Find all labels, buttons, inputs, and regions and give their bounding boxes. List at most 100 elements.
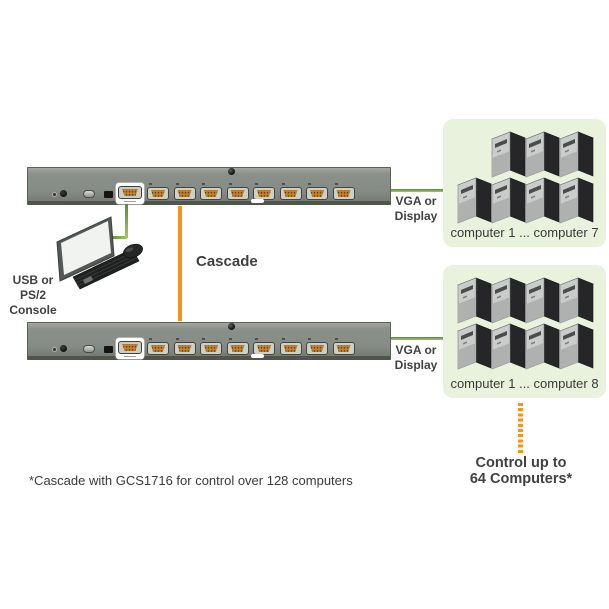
port-number-mark <box>202 183 205 185</box>
port-number-mark <box>281 338 285 340</box>
port-number-mark <box>308 183 311 185</box>
computer-tower <box>558 126 595 178</box>
vga-insert <box>230 345 245 352</box>
computer-tower-icon <box>525 177 560 224</box>
vga-port-5 <box>253 183 275 200</box>
port-number-mark <box>255 183 258 185</box>
vga-port-8 <box>332 338 355 355</box>
firmware-port-icon <box>83 190 95 198</box>
computer-towers <box>443 119 606 247</box>
computer-tower-icon <box>491 323 526 370</box>
control-note-line1: Control up to <box>475 455 567 471</box>
vga-connection-line-top <box>391 189 443 192</box>
computer-tower-icon <box>457 177 492 224</box>
monitor-icon <box>56 216 115 282</box>
computer-tower-icon <box>525 277 560 324</box>
vga-insert <box>336 190 351 197</box>
screw-icon <box>228 323 235 330</box>
port-number-mark <box>334 183 338 185</box>
computer-tower-icon <box>559 323 594 370</box>
port-number-mark <box>281 183 285 185</box>
vga-insert <box>283 345 298 352</box>
cascade-port-label <box>251 354 264 358</box>
vga-port-5 <box>253 338 275 355</box>
cascade-line <box>178 206 182 321</box>
screw-icon <box>228 168 235 175</box>
computer-towers <box>443 265 606 398</box>
port-number-mark <box>175 183 179 185</box>
computer-group-top: computer 1 ... computer 7 <box>443 119 606 247</box>
vga-port-7 <box>306 183 328 200</box>
console-port <box>116 338 144 359</box>
computer-tower-icon <box>559 131 594 178</box>
vga-insert <box>283 190 298 197</box>
vga-port-7 <box>306 338 328 355</box>
vga-insert <box>203 345 219 352</box>
computer-tower <box>456 172 493 224</box>
vga-port-1 <box>147 338 169 355</box>
cascade-port-label <box>251 199 264 203</box>
computer-tower-icon <box>559 177 594 224</box>
port-number-mark <box>149 338 152 340</box>
vga-port-1 <box>147 183 169 200</box>
computer-tower-icon <box>525 131 560 178</box>
computer-tower-icon <box>559 277 594 324</box>
vga-insert <box>203 190 219 197</box>
vga-label-line1: VGA or <box>395 194 437 208</box>
vga-connection-line-bottom <box>391 337 443 340</box>
vga-insert <box>336 345 351 352</box>
vga-port-6 <box>279 338 302 355</box>
computer-tower <box>558 172 595 224</box>
computer-tower-icon <box>525 323 560 370</box>
expansion-dotted-line <box>518 403 523 453</box>
usb-port-icon <box>104 346 113 353</box>
vga-port-4 <box>226 183 249 200</box>
computer-tower <box>456 318 493 370</box>
console-port <box>116 183 144 204</box>
vga-insert <box>122 189 138 196</box>
vga-insert <box>256 345 272 352</box>
led-icon <box>53 348 56 351</box>
vga-insert <box>177 190 192 197</box>
vga-insert <box>256 190 272 197</box>
port-number-mark <box>334 338 338 340</box>
port-number-mark <box>228 183 232 185</box>
port-number-mark <box>202 338 205 340</box>
vga-port-2 <box>173 338 196 355</box>
computer-tower-icon <box>457 277 492 324</box>
power-jack-icon <box>60 190 67 197</box>
vga-insert <box>309 190 325 197</box>
vga-port-3 <box>200 183 222 200</box>
port-number-mark <box>255 338 258 340</box>
console-label-line1: USB or PS/2 <box>12 273 54 302</box>
computer-tower <box>490 172 527 224</box>
vga-label-line2: Display <box>394 358 438 372</box>
console-port-label <box>124 355 136 357</box>
computer-tower-icon <box>491 177 526 224</box>
vga-label-line2: Display <box>394 209 438 223</box>
computer-tower <box>490 318 527 370</box>
control-note: Control up to 64 Computers* <box>446 455 596 487</box>
port-number-mark <box>175 338 179 340</box>
cascade-label: Cascade <box>196 253 258 270</box>
console-label: USB or PS/2 Console <box>0 273 66 318</box>
console-connection-line-vertical <box>125 204 128 238</box>
vga-insert <box>177 345 192 352</box>
vga-port-4 <box>226 338 249 355</box>
computer-tower <box>524 172 561 224</box>
computer-tower-icon <box>491 277 526 324</box>
vga-insert <box>150 190 166 197</box>
usb-port-icon <box>104 191 113 198</box>
control-note-line2: 64 Computers* <box>469 471 573 487</box>
vga-insert <box>122 344 138 351</box>
console-graphic <box>56 216 143 290</box>
console-vga-connector <box>118 186 142 199</box>
computer-tower-icon <box>457 323 492 370</box>
computer-group-bottom: computer 1 ... computer 8 <box>443 265 606 398</box>
vga-port-6 <box>279 183 302 200</box>
vga-insert <box>150 345 166 352</box>
kvm-switch-bottom <box>27 322 391 360</box>
vga-insert <box>230 190 245 197</box>
computer-tower <box>558 272 595 324</box>
